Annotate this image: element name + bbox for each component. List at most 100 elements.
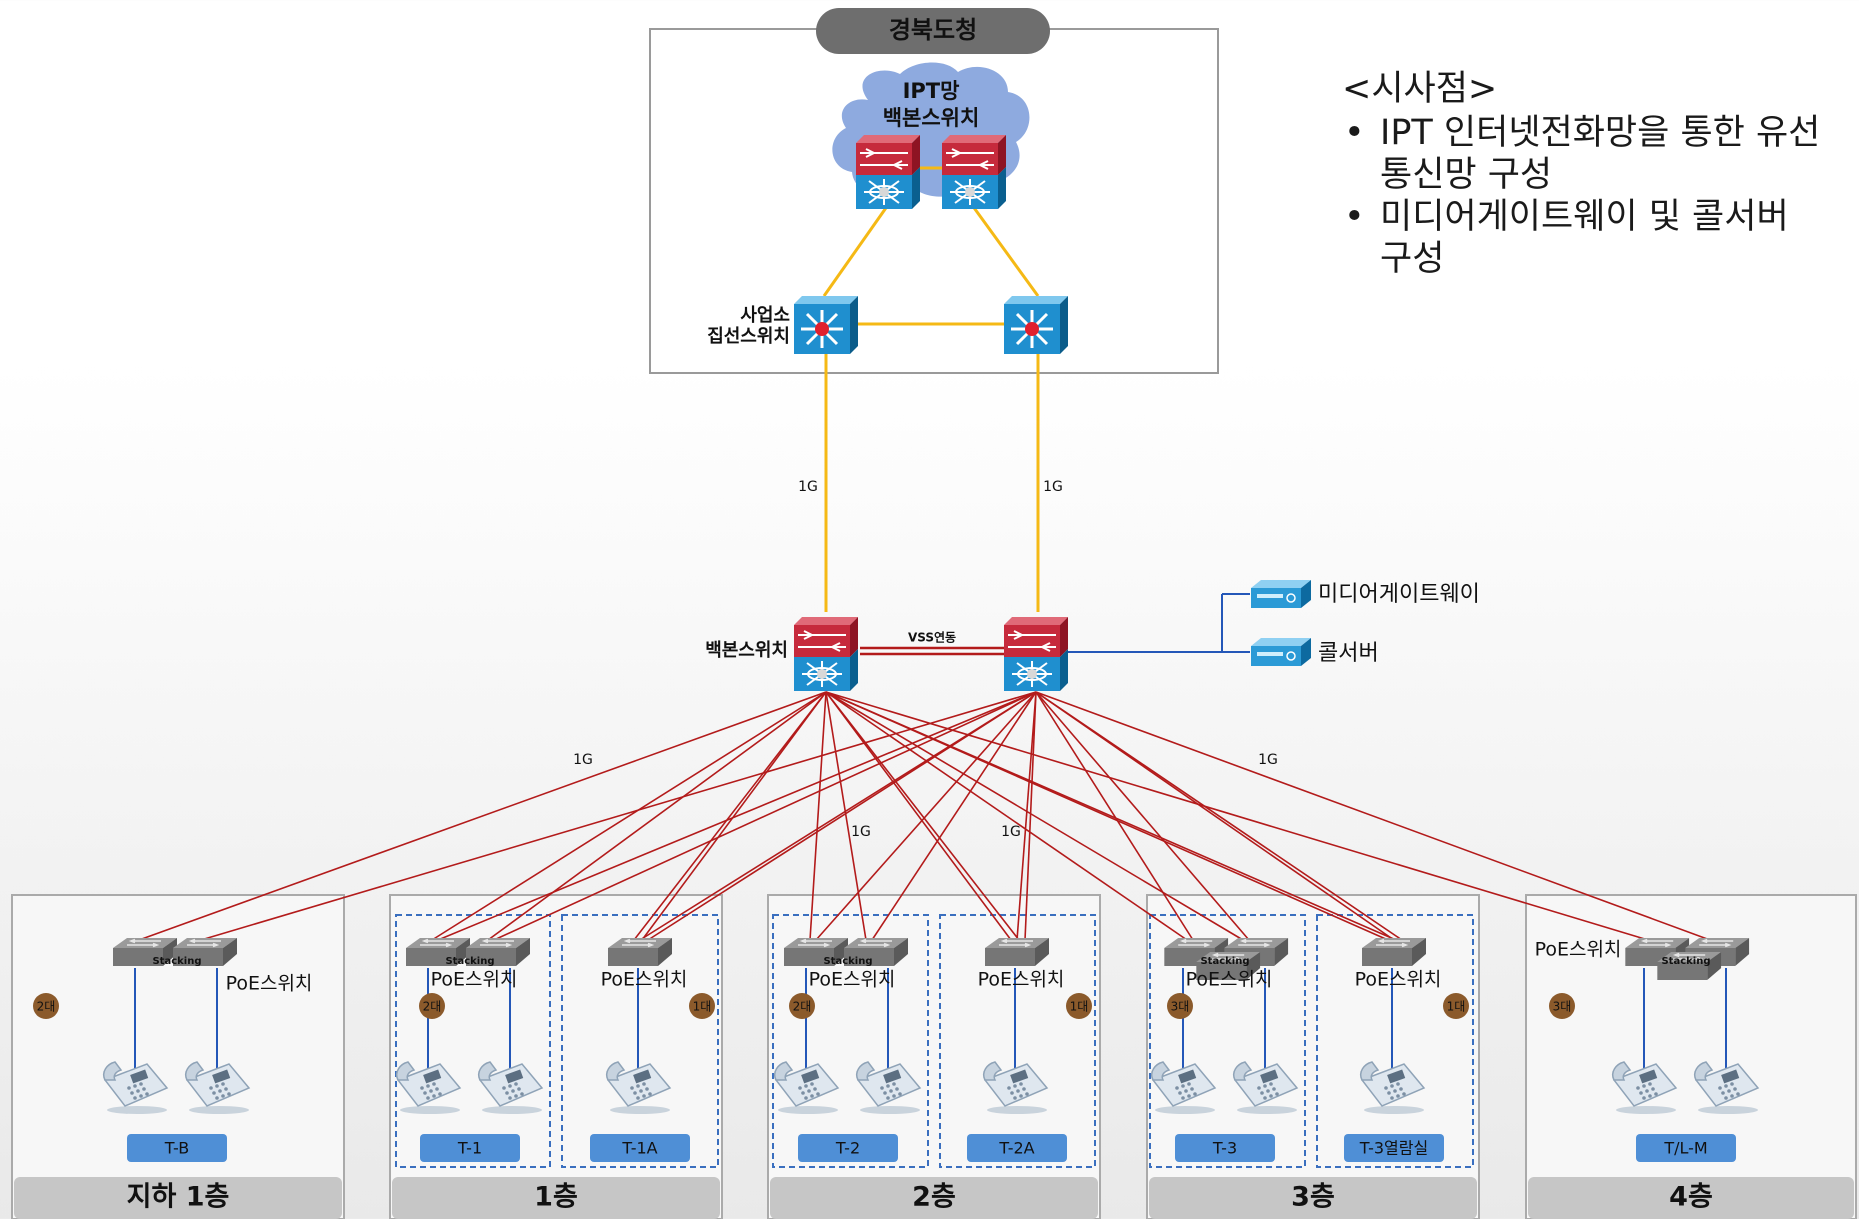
link-speed-label: 1G bbox=[1001, 824, 1021, 840]
downlink bbox=[825, 691, 1012, 941]
link-speed-label: 1G bbox=[1258, 752, 1278, 768]
room-tag-label: T-B bbox=[164, 1139, 189, 1158]
room-tag-label: T-2 bbox=[835, 1139, 860, 1158]
cloud-label: 백본스위치 bbox=[883, 106, 980, 130]
poe-switch-label: PoE스위치 bbox=[809, 969, 896, 991]
count-badge-label: 3대 bbox=[1553, 1000, 1572, 1014]
stacking-label: Stacking bbox=[445, 956, 494, 967]
switch-group-box bbox=[561, 914, 719, 1168]
cloud-label: IPT망 bbox=[903, 79, 960, 103]
downlink bbox=[825, 691, 1397, 941]
room-tag-label: T-3열람실 bbox=[1359, 1139, 1428, 1158]
downlink bbox=[1035, 691, 1194, 941]
count-badge bbox=[1443, 993, 1469, 1019]
count-badge bbox=[1066, 993, 1092, 1019]
poe-switch-label: PoE스위치 bbox=[1355, 969, 1442, 991]
count-badge-label: 1대 bbox=[1070, 1000, 1089, 1014]
floor-label-bar bbox=[392, 1177, 720, 1219]
room-tag bbox=[798, 1134, 898, 1162]
downlink bbox=[487, 691, 827, 941]
poe-switch-label: PoE스위치 bbox=[226, 973, 313, 995]
room-tag bbox=[127, 1134, 227, 1162]
notes-title: <시사점> bbox=[1342, 69, 1498, 109]
call-server-label: 콜서버 bbox=[1318, 641, 1379, 666]
count-badge-label: 2대 bbox=[37, 1000, 56, 1014]
room-tag bbox=[590, 1134, 690, 1162]
floor-label-bar bbox=[770, 1177, 1098, 1219]
room-tag-label: T-3 bbox=[1212, 1139, 1237, 1158]
stacking-label: Stacking bbox=[1200, 956, 1249, 967]
downlink bbox=[437, 691, 1037, 941]
count-badge bbox=[789, 993, 815, 1019]
poe-switch-icon bbox=[1362, 938, 1426, 966]
floor-label: 2층 bbox=[912, 1182, 956, 1213]
switch-group-box bbox=[1149, 914, 1306, 1168]
floor-label: 4층 bbox=[1669, 1182, 1713, 1213]
downlink bbox=[825, 691, 867, 941]
count-badge-label: 2대 bbox=[423, 1000, 442, 1014]
media-gateway-label: 미디어게이트웨이 bbox=[1318, 582, 1480, 607]
downlink bbox=[825, 691, 1020, 941]
ipt-backbone-switch-icon bbox=[942, 135, 1006, 209]
room-tag-label: T/L-M bbox=[1663, 1139, 1707, 1158]
notes-panel: <시사점> IPT 인터넷전화망을 통한 유선 통신망 구성 미디어게이트웨이 … bbox=[1342, 68, 1859, 280]
downlink bbox=[431, 691, 827, 941]
count-badge bbox=[1167, 993, 1193, 1019]
switch-group-box bbox=[772, 914, 929, 1168]
core-switch-label: 백본스위치 bbox=[705, 640, 788, 661]
count-badge bbox=[1549, 993, 1575, 1019]
vss-label: VSS연동 bbox=[908, 630, 956, 645]
stacking-label: Stacking bbox=[152, 956, 201, 967]
floor-label: 3층 bbox=[1291, 1182, 1335, 1213]
aggregation-label: 집선스위치 bbox=[707, 326, 790, 347]
downlink bbox=[1024, 691, 1037, 941]
poe-switch-label: PoE스위치 bbox=[978, 969, 1065, 991]
room-tag bbox=[1175, 1134, 1275, 1162]
room-tag bbox=[1636, 1134, 1736, 1162]
hq-link bbox=[822, 204, 890, 297]
poe-switch-label: PoE스위치 bbox=[601, 969, 688, 991]
switch-group-box bbox=[1316, 914, 1474, 1168]
downlink bbox=[1035, 691, 1711, 941]
hq-link bbox=[970, 204, 1040, 297]
room-tag-label: T-1 bbox=[457, 1139, 482, 1158]
room-tag bbox=[420, 1134, 520, 1162]
downlink bbox=[138, 691, 827, 941]
floor-label: 1층 bbox=[534, 1182, 578, 1213]
count-badge bbox=[33, 993, 59, 1019]
count-badge bbox=[419, 993, 445, 1019]
count-badge-label: 1대 bbox=[1447, 1000, 1466, 1014]
floor-panel bbox=[11, 894, 345, 1219]
poe-switch-label: PoE스위치 bbox=[1186, 969, 1273, 991]
link-speed-label: 1G bbox=[573, 752, 593, 768]
media-gateway-icon bbox=[1250, 580, 1312, 608]
room-tag bbox=[967, 1134, 1067, 1162]
notes-item: 미디어게이트웨이 및 콜서버 구성 bbox=[1342, 196, 1859, 280]
downlink bbox=[825, 691, 1244, 941]
downlink bbox=[815, 691, 1037, 941]
poe-switch-icon bbox=[608, 938, 672, 966]
downlink bbox=[871, 691, 1037, 941]
aggregation-switch-icon bbox=[1004, 296, 1068, 354]
room-tag bbox=[1344, 1134, 1444, 1162]
downlink bbox=[825, 691, 1188, 941]
link-speed-label: 1G bbox=[798, 479, 818, 495]
count-badge-label: 2대 bbox=[793, 1000, 812, 1014]
notes-item: IPT 인터넷전화망을 통한 유선 통신망 구성 bbox=[1342, 112, 1859, 196]
downlink bbox=[825, 691, 1649, 941]
call-server-icon bbox=[1250, 638, 1312, 666]
link-speed-label: 1G bbox=[1043, 479, 1063, 495]
aggregation-label: 사업소 bbox=[740, 305, 790, 326]
downlink bbox=[639, 691, 1037, 941]
hq-title: 경북도청 bbox=[889, 16, 977, 44]
core-switch-icon bbox=[1004, 616, 1068, 692]
downlink bbox=[1016, 691, 1037, 941]
floor-label-bar bbox=[1528, 1177, 1854, 1219]
downlink bbox=[633, 691, 827, 941]
count-badge-label: 3대 bbox=[1171, 1000, 1190, 1014]
downlink bbox=[1035, 691, 1395, 941]
poe-switch-label: PoE스위치 bbox=[1535, 939, 1622, 961]
room-tag-label: T-1A bbox=[621, 1139, 657, 1158]
hq-title-pill bbox=[816, 8, 1050, 54]
